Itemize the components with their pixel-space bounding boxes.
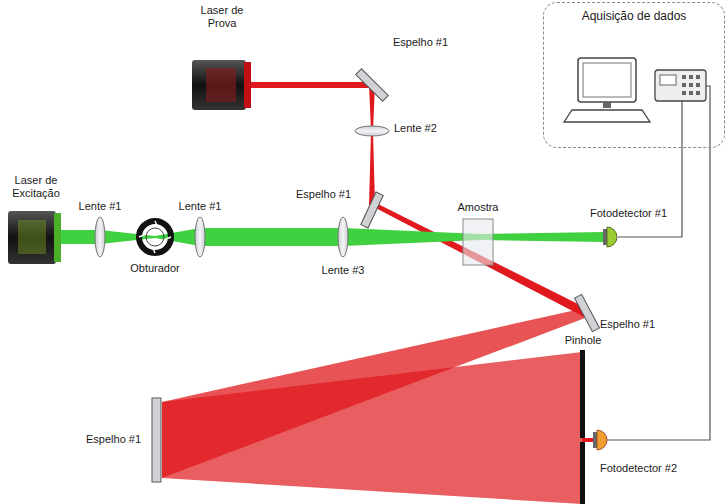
- part-label: Espelho #1: [296, 188, 351, 201]
- mirror: [575, 294, 600, 331]
- lens: [195, 217, 205, 257]
- excitation-laser: [8, 211, 61, 264]
- photodetector: [603, 227, 617, 247]
- lens: [95, 217, 105, 257]
- part-label: Espelho #1: [393, 36, 448, 49]
- probe-laser: [192, 60, 251, 110]
- probe-beam: [162, 82, 594, 504]
- mirror: [361, 192, 383, 228]
- signal-wire: [606, 86, 710, 440]
- pinhole: [580, 350, 585, 438]
- shutter: [139, 221, 171, 253]
- pinhole: [580, 442, 585, 504]
- part-label: Fotodetector #1: [590, 207, 667, 220]
- part-label: Pinhole: [565, 334, 602, 347]
- part-label: Lente #1: [179, 200, 222, 213]
- part-label: Obturador: [130, 262, 180, 275]
- part-label: Lente #1: [79, 200, 122, 213]
- part-label: Lente #3: [322, 264, 365, 277]
- mirror: [152, 398, 161, 482]
- lens: [338, 217, 348, 257]
- computer-icon: [564, 58, 650, 122]
- part-label: Laser de Prova: [191, 4, 253, 30]
- lens: [355, 126, 389, 136]
- photodetector: [593, 430, 607, 450]
- sample-cuvette: [463, 219, 493, 265]
- part-label: Fotodetector #2: [600, 462, 677, 475]
- part-label: Amostra: [458, 201, 499, 214]
- acquisition-instrument: [655, 70, 706, 101]
- part-label: Espelho #1: [600, 318, 655, 331]
- acquisition-box: Aquisição de dados: [543, 2, 725, 148]
- mirror: [356, 69, 389, 102]
- part-label: Laser de Excitação: [3, 174, 69, 200]
- part-label: Espelho #1: [86, 433, 141, 446]
- part-label: Lente #2: [394, 122, 437, 135]
- box-title: Aquisição de dados: [544, 9, 724, 23]
